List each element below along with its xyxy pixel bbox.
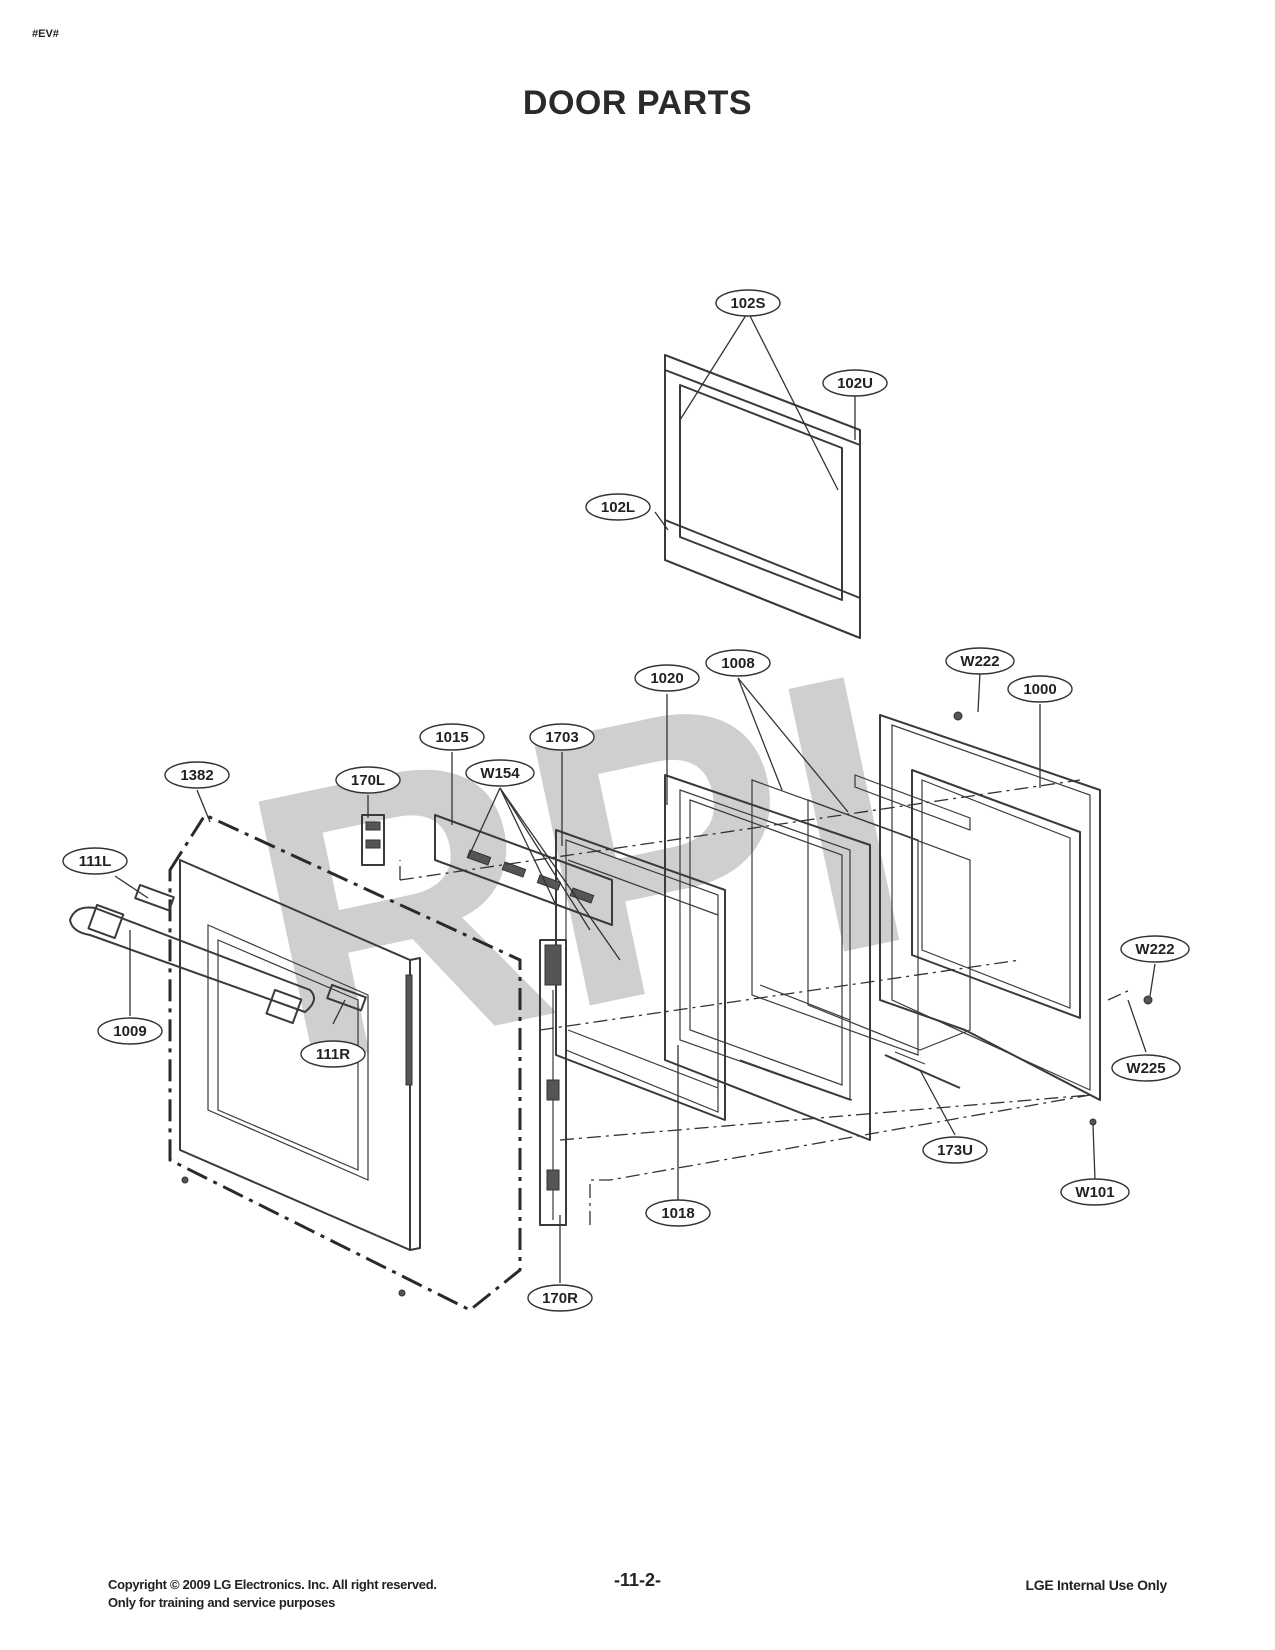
header-tag: #EV#: [32, 28, 59, 40]
outer-door-1382: [168, 813, 522, 1312]
svg-text:102L: 102L: [601, 499, 635, 516]
screw-w101: [1089, 1118, 1097, 1126]
svg-text:173U: 173U: [937, 1142, 973, 1159]
svg-text:1000: 1000: [1023, 681, 1056, 698]
screw-bottom-left: [181, 1176, 189, 1184]
callout-1015: 1015: [419, 723, 485, 751]
callout-170R: 170R: [527, 1284, 593, 1312]
callout-W101: W101: [1060, 1178, 1130, 1206]
callout-1020: 1020: [634, 664, 700, 692]
footer-internal: LGE Internal Use Only: [1025, 1577, 1167, 1593]
callout-W154: W154: [465, 759, 535, 787]
svg-text:W222: W222: [1135, 941, 1174, 958]
callout-1018: 1018: [645, 1199, 711, 1227]
callout-1008: 1008: [705, 649, 771, 677]
page-number: -11-2-: [613, 1570, 662, 1590]
bracket-111R: [326, 984, 367, 1012]
svg-text:W101: W101: [1075, 1184, 1114, 1201]
callout-170L: 170L: [335, 766, 401, 794]
callout-111L: 111L: [62, 847, 128, 875]
screw-w222-top: [953, 711, 963, 721]
callout-1382: 1382: [164, 761, 230, 789]
callout-173U: 173U: [922, 1136, 988, 1164]
screw-w222-right: [1143, 995, 1153, 1005]
callout-102S: 102S: [715, 289, 781, 317]
svg-text:1382: 1382: [180, 767, 213, 784]
callout-1009: 1009: [97, 1017, 163, 1045]
glass-panes-1008: [751, 779, 971, 1056]
hinge-170R: [539, 939, 567, 1226]
screw-bottom-mid: [398, 1289, 406, 1297]
middle-frame-1020: [664, 774, 926, 1141]
svg-text:111L: 111L: [79, 853, 112, 870]
callout-W225: W225: [1111, 1054, 1181, 1082]
strip-173U: [884, 1054, 961, 1089]
svg-text:W154: W154: [480, 765, 520, 782]
svg-text:170R: 170R: [542, 1290, 578, 1307]
svg-text:111R: 111R: [316, 1046, 350, 1063]
svg-text:170L: 170L: [351, 772, 385, 789]
purpose-line: Only for training and service purposes: [108, 1595, 335, 1610]
callout-W222-right: W222: [1120, 935, 1190, 963]
page-title: DOOR PARTS: [522, 84, 753, 122]
footer-copyright: Copyright © 2009 LG Electronics. Inc. Al…: [108, 1576, 437, 1612]
svg-text:W222: W222: [960, 653, 999, 670]
svg-text:102S: 102S: [730, 295, 765, 312]
svg-text:W225: W225: [1126, 1060, 1165, 1077]
svg-text:1009: 1009: [113, 1023, 146, 1040]
hinge-170L: [361, 814, 385, 866]
callout-102L: 102L: [585, 493, 651, 521]
callout-102U: 102U: [822, 369, 888, 397]
vent-bar-1015: [434, 814, 613, 926]
callout-111R: 111R: [300, 1040, 366, 1068]
svg-text:1020: 1020: [650, 670, 683, 687]
svg-text:1018: 1018: [661, 1205, 694, 1222]
callout-W222-top: W222: [945, 647, 1015, 675]
inner-door-panel-1000: [854, 714, 1101, 1101]
svg-text:102U: 102U: [837, 375, 873, 392]
callout-1703: 1703: [529, 723, 595, 751]
handle-1009: [69, 904, 315, 1025]
bracket-111L: [134, 884, 175, 912]
svg-text:1015: 1015: [435, 729, 468, 746]
svg-text:1703: 1703: [545, 729, 578, 746]
copyright-line: Copyright © 2009 LG Electronics. Inc. Al…: [108, 1577, 437, 1592]
svg-text:1008: 1008: [721, 655, 754, 672]
callout-1000: 1000: [1007, 675, 1073, 703]
leader-lines: [114, 311, 1156, 1283]
